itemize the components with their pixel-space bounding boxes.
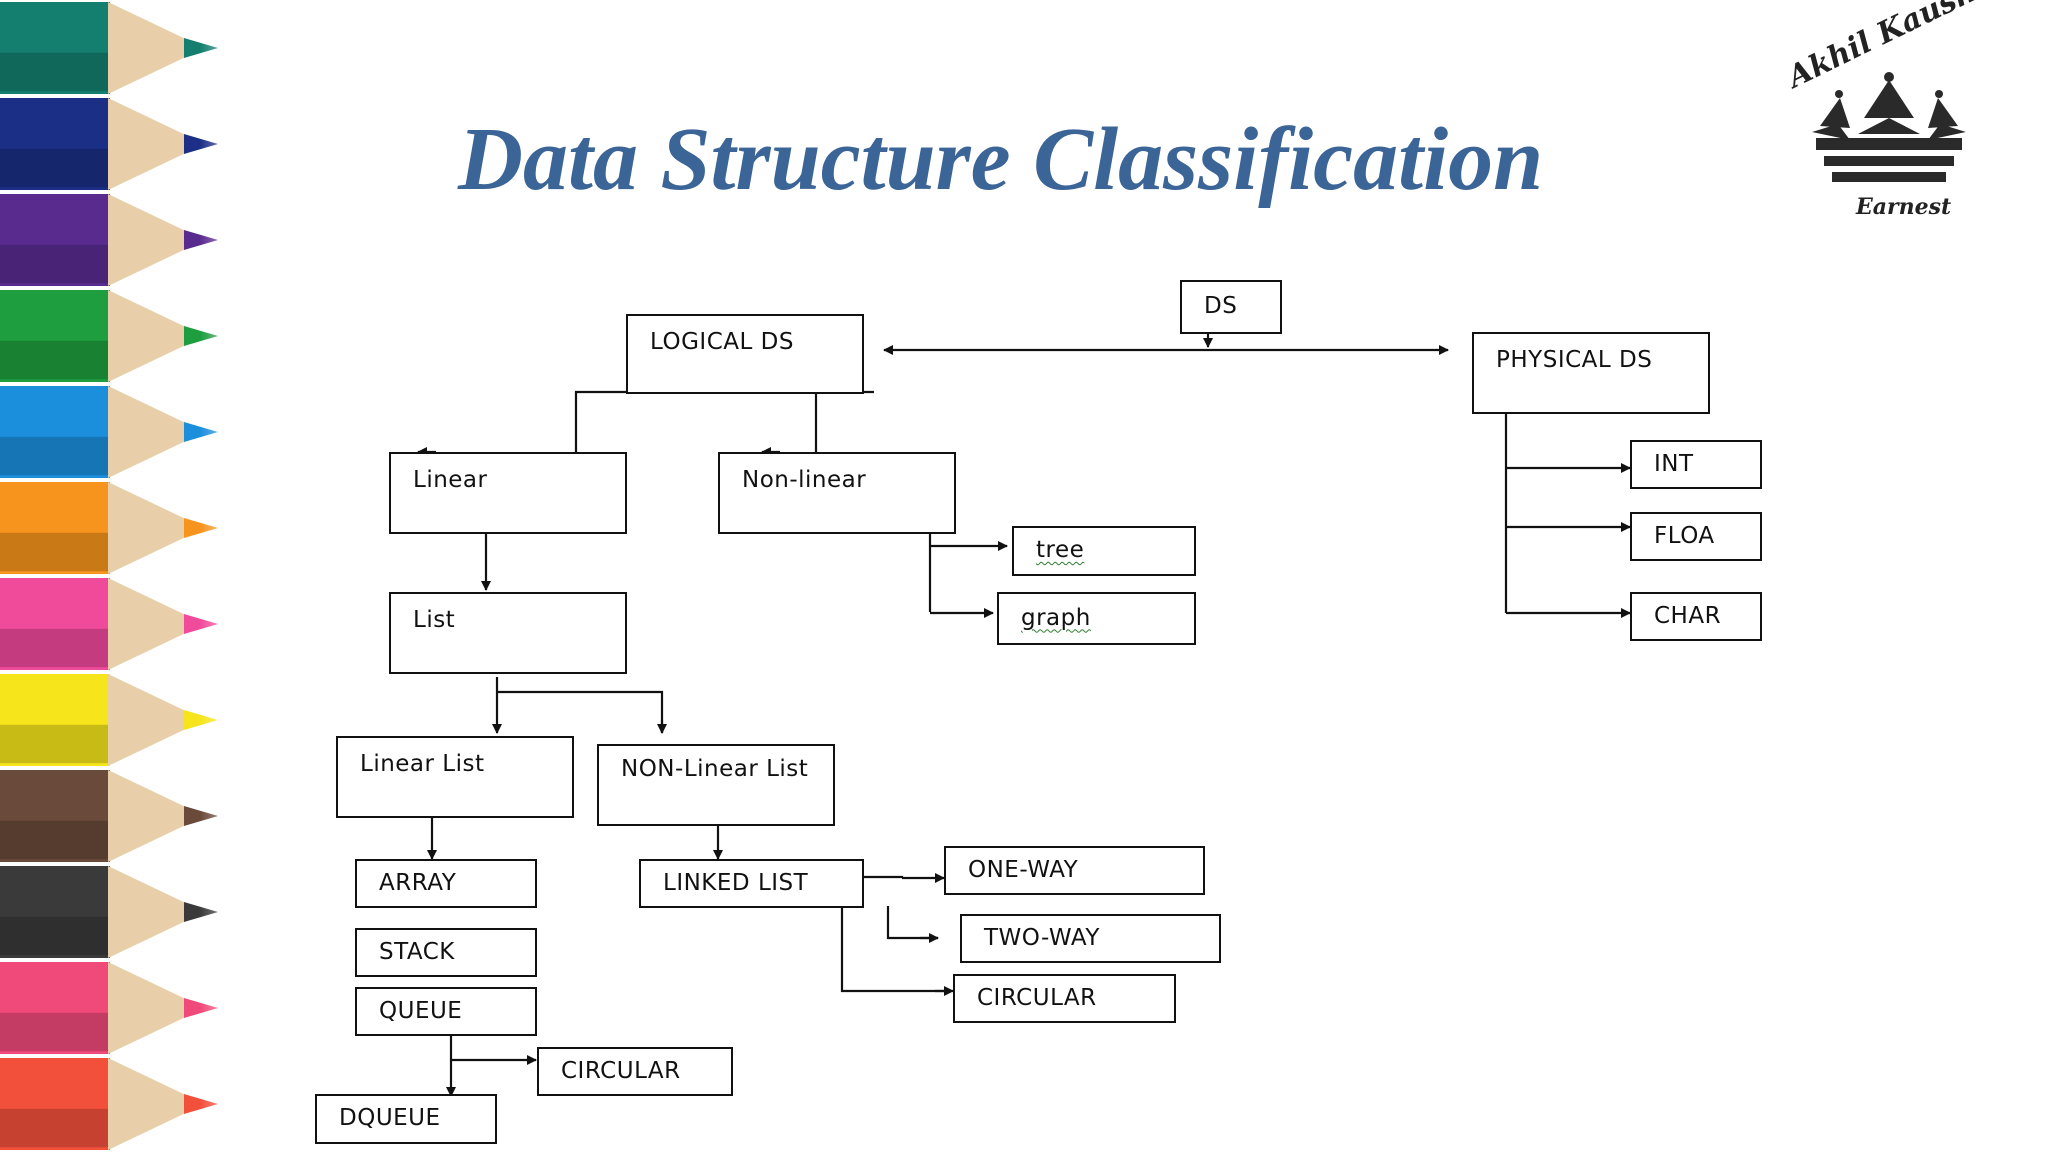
node-queue-circular-label: CIRCULAR: [561, 1057, 681, 1084]
node-graph: graph: [997, 592, 1196, 645]
node-two-way-label: TWO-WAY: [984, 924, 1100, 951]
pencil-body: [0, 194, 110, 286]
pencil-shade: [0, 916, 110, 956]
node-non-linear-list: NON-Linear List: [597, 744, 835, 826]
node-ds: DS: [1180, 280, 1282, 334]
node-stack: STACK: [355, 928, 537, 977]
pencil-shade: [0, 532, 110, 572]
node-stack-label: STACK: [379, 938, 455, 965]
node-char: CHAR: [1630, 592, 1762, 641]
node-int-label: INT: [1654, 450, 1694, 477]
node-float: FLOA: [1630, 512, 1762, 561]
node-list: List: [389, 592, 627, 674]
node-queue-label: QUEUE: [379, 997, 463, 1024]
node-array-label: ARRAY: [379, 869, 457, 896]
pencil-shade: [0, 52, 110, 92]
edge-linkedlist-twoway: [886, 906, 938, 940]
crown-icon: [1812, 72, 1966, 182]
node-linked-list-label: LINKED LIST: [663, 869, 809, 896]
pencil-shade: [0, 340, 110, 380]
slide-title: Data Structure Classification: [458, 110, 1544, 209]
node-linear-label: Linear: [413, 467, 488, 493]
pencil-wood: [108, 578, 192, 670]
pencil-body: [0, 2, 110, 94]
pencil-wood: [108, 674, 192, 766]
node-int: INT: [1630, 440, 1762, 489]
pencil-body: [0, 866, 110, 958]
pencil-body: [0, 578, 110, 670]
node-dqueue-label: DQUEUE: [339, 1105, 441, 1132]
pencil-body: [0, 386, 110, 478]
node-linked-circular: CIRCULAR: [953, 974, 1176, 1023]
node-logical-ds: LOGICAL DS: [626, 314, 864, 394]
edge-list-nonlinearlist: [497, 690, 664, 733]
pencil-body: [0, 290, 110, 382]
pencil-body: [0, 962, 110, 1054]
node-array: ARRAY: [355, 859, 537, 908]
node-list-label: List: [413, 607, 456, 633]
node-physical-ds: PHYSICAL DS: [1472, 332, 1710, 414]
pencil-body: [0, 770, 110, 862]
node-one-way: ONE-WAY: [944, 846, 1205, 895]
node-one-way-label: ONE-WAY: [968, 856, 1079, 883]
node-physical-ds-label: PHYSICAL DS: [1496, 347, 1653, 373]
pencil-body: [0, 1058, 110, 1150]
node-non-linear-label: Non-linear: [742, 467, 867, 493]
pencil-wood: [108, 194, 192, 286]
pencil-body: [0, 482, 110, 574]
node-tree-label: tree: [1036, 537, 1085, 564]
node-float-label: FLOA: [1654, 522, 1715, 549]
node-dqueue: DQUEUE: [315, 1094, 497, 1144]
pencil-shade: [0, 724, 110, 764]
node-linked-circular-label: CIRCULAR: [977, 984, 1097, 1011]
author-logo: Akhil Kaushik Earnest: [1778, 0, 2011, 236]
pencils-fade: [200, 0, 260, 1152]
pencil-shade: [0, 1108, 110, 1148]
node-linear-list-label: Linear List: [360, 751, 485, 777]
node-queue-circular: CIRCULAR: [537, 1047, 733, 1096]
node-non-linear-list-label: NON-Linear List: [621, 756, 809, 782]
edge-logical-linear: [574, 390, 874, 452]
pencil-shade: [0, 628, 110, 668]
pencil-wood: [108, 866, 192, 958]
pencil-wood: [108, 386, 192, 478]
logo-tagline: Earnest: [1856, 194, 1952, 220]
pencil-wood: [108, 962, 192, 1054]
pencil-wood: [108, 770, 192, 862]
node-ds-label: DS: [1204, 293, 1238, 320]
node-logical-ds-label: LOGICAL DS: [650, 329, 794, 355]
node-linear-list: Linear List: [336, 736, 574, 818]
node-graph-label: graph: [1021, 604, 1091, 631]
pencil-wood: [108, 482, 192, 574]
pencil-shade: [0, 244, 110, 284]
pencil-shade: [0, 1012, 110, 1052]
pencil-shade: [0, 148, 110, 188]
pencils-decoration: [0, 2, 218, 1150]
node-tree: tree: [1012, 526, 1196, 576]
pencil-body: [0, 674, 110, 766]
node-queue: QUEUE: [355, 987, 537, 1036]
node-non-linear: Non-linear: [718, 452, 956, 534]
node-two-way: TWO-WAY: [960, 914, 1221, 963]
pencil-wood: [108, 98, 192, 190]
pencil-wood: [108, 1058, 192, 1150]
edge-linkedlist-oneway: [864, 875, 904, 879]
node-linear: Linear: [389, 452, 627, 534]
edge-linkedlist-circular: [840, 906, 950, 993]
node-char-label: CHAR: [1654, 602, 1722, 629]
pencil-wood: [108, 290, 192, 382]
node-linked-list: LINKED LIST: [639, 859, 864, 908]
pencil-wood: [108, 2, 192, 94]
pencil-shade: [0, 436, 110, 476]
pencil-body: [0, 98, 110, 190]
pencil-shade: [0, 820, 110, 860]
